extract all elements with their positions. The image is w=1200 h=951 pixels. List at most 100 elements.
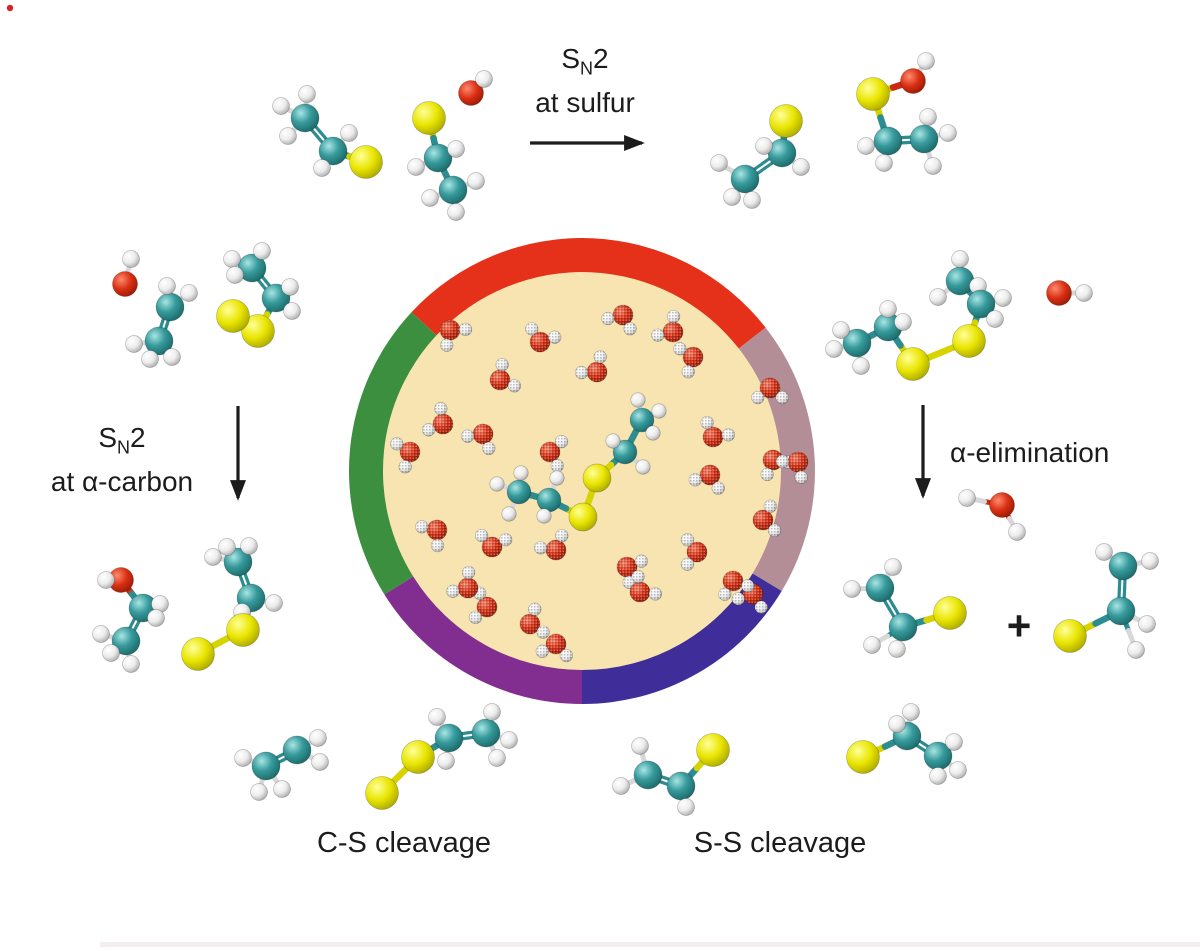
c-atom [423, 143, 453, 173]
h-atom [421, 189, 439, 207]
water-molecule [489, 358, 522, 393]
sn2-carbon-line2: at α-carbon [50, 465, 194, 497]
sulfenic-acid-top-right [856, 52, 957, 175]
h-atom [218, 538, 236, 556]
ethyl-perthiolate-left-bottom [181, 537, 283, 671]
segment-indigo-bottom-right [582, 573, 782, 704]
c-atom [223, 547, 253, 577]
h-atom [1127, 641, 1145, 659]
o-atom [458, 80, 484, 106]
s-atom [933, 596, 967, 630]
h-atom [163, 348, 181, 366]
molecules-layer [92, 52, 1159, 816]
h-atom [536, 508, 552, 524]
water-molecule [539, 434, 569, 473]
reaction-arrows [230, 135, 931, 501]
h-atom [994, 289, 1012, 307]
c-atom [251, 751, 281, 781]
h-atom [102, 644, 120, 662]
c-atom [144, 326, 174, 356]
water-molecule [673, 342, 704, 379]
water-molecule [525, 322, 562, 353]
water-molecule [446, 565, 479, 599]
h-atom [677, 798, 695, 816]
water-molecule [474, 528, 513, 558]
s-atom [896, 347, 930, 381]
label-alpha-elimination: α-elimination [950, 437, 1110, 468]
h-atom [857, 137, 875, 155]
h-atom [919, 108, 937, 126]
h-atom [1141, 552, 1159, 570]
h-atom [917, 52, 935, 70]
h-atom [631, 737, 649, 755]
water-molecule [616, 554, 649, 589]
h-atom [549, 470, 565, 486]
s-atom [856, 77, 890, 111]
h-atom [1008, 523, 1026, 541]
sn2-sulfur-line2: at sulfur [535, 86, 635, 118]
label-sn2-at-sulfur: SN2 at sulfur [535, 42, 635, 120]
c-atom [612, 439, 638, 465]
h-atom [863, 636, 881, 654]
h-atom [204, 548, 222, 566]
h-atom [929, 288, 947, 306]
water-molecule [439, 319, 473, 352]
h-atom [723, 188, 741, 206]
c-atom [536, 487, 562, 513]
bottom-strip [100, 942, 1200, 947]
label-sn2-at-alpha-carbon: SN2 at α-carbon [51, 421, 193, 499]
h-atom [612, 777, 630, 795]
h-atom [92, 625, 110, 643]
h-atom [407, 158, 425, 176]
h-atom [1138, 615, 1156, 633]
h-atom [755, 137, 773, 155]
h-atom [226, 266, 244, 284]
segment-green-left [348, 312, 437, 595]
water-molecule [574, 350, 608, 383]
h-atom [792, 158, 810, 176]
c-atom [434, 723, 464, 753]
label-ss-cleavage: S-S cleavage [693, 827, 867, 859]
h-atom [141, 350, 159, 368]
h-atom [428, 708, 446, 726]
h-atom [125, 335, 143, 353]
h-atom [888, 640, 906, 658]
s-atom [241, 314, 275, 348]
h-atom [986, 310, 1004, 328]
c-atom [629, 407, 655, 433]
h-atom [298, 85, 316, 103]
c-atom [633, 760, 663, 790]
c-atom [1106, 596, 1136, 626]
h-atom [902, 703, 920, 721]
segment-red-top [411, 238, 766, 349]
h-atom [467, 172, 485, 190]
h-atom [929, 767, 947, 785]
s-atom [181, 637, 215, 671]
h-atom [951, 250, 969, 268]
c-atom [1108, 551, 1138, 581]
plus-sign: + [1006, 602, 1032, 649]
water-molecule [461, 423, 496, 456]
thioacetaldehyde-right [1053, 543, 1159, 659]
c-atom [282, 735, 312, 765]
sn2-formula: SN2 [98, 422, 146, 458]
h-atom [501, 506, 517, 522]
h-atom [945, 733, 963, 751]
h-atom [313, 159, 331, 177]
h-atom [475, 70, 493, 88]
h-atom [500, 731, 518, 749]
water-molecule [390, 437, 421, 474]
o-atom [112, 271, 138, 297]
c-atom [666, 771, 696, 801]
h-atom [180, 284, 198, 302]
c-atom [945, 266, 975, 296]
h-atom [283, 302, 301, 320]
water-molecule [629, 569, 663, 603]
h-atom [888, 715, 906, 733]
h-atom [924, 157, 942, 175]
segment-purple-bottom-left [384, 576, 582, 704]
h-atom [488, 749, 506, 767]
red-dot-artifact [6, 4, 14, 12]
